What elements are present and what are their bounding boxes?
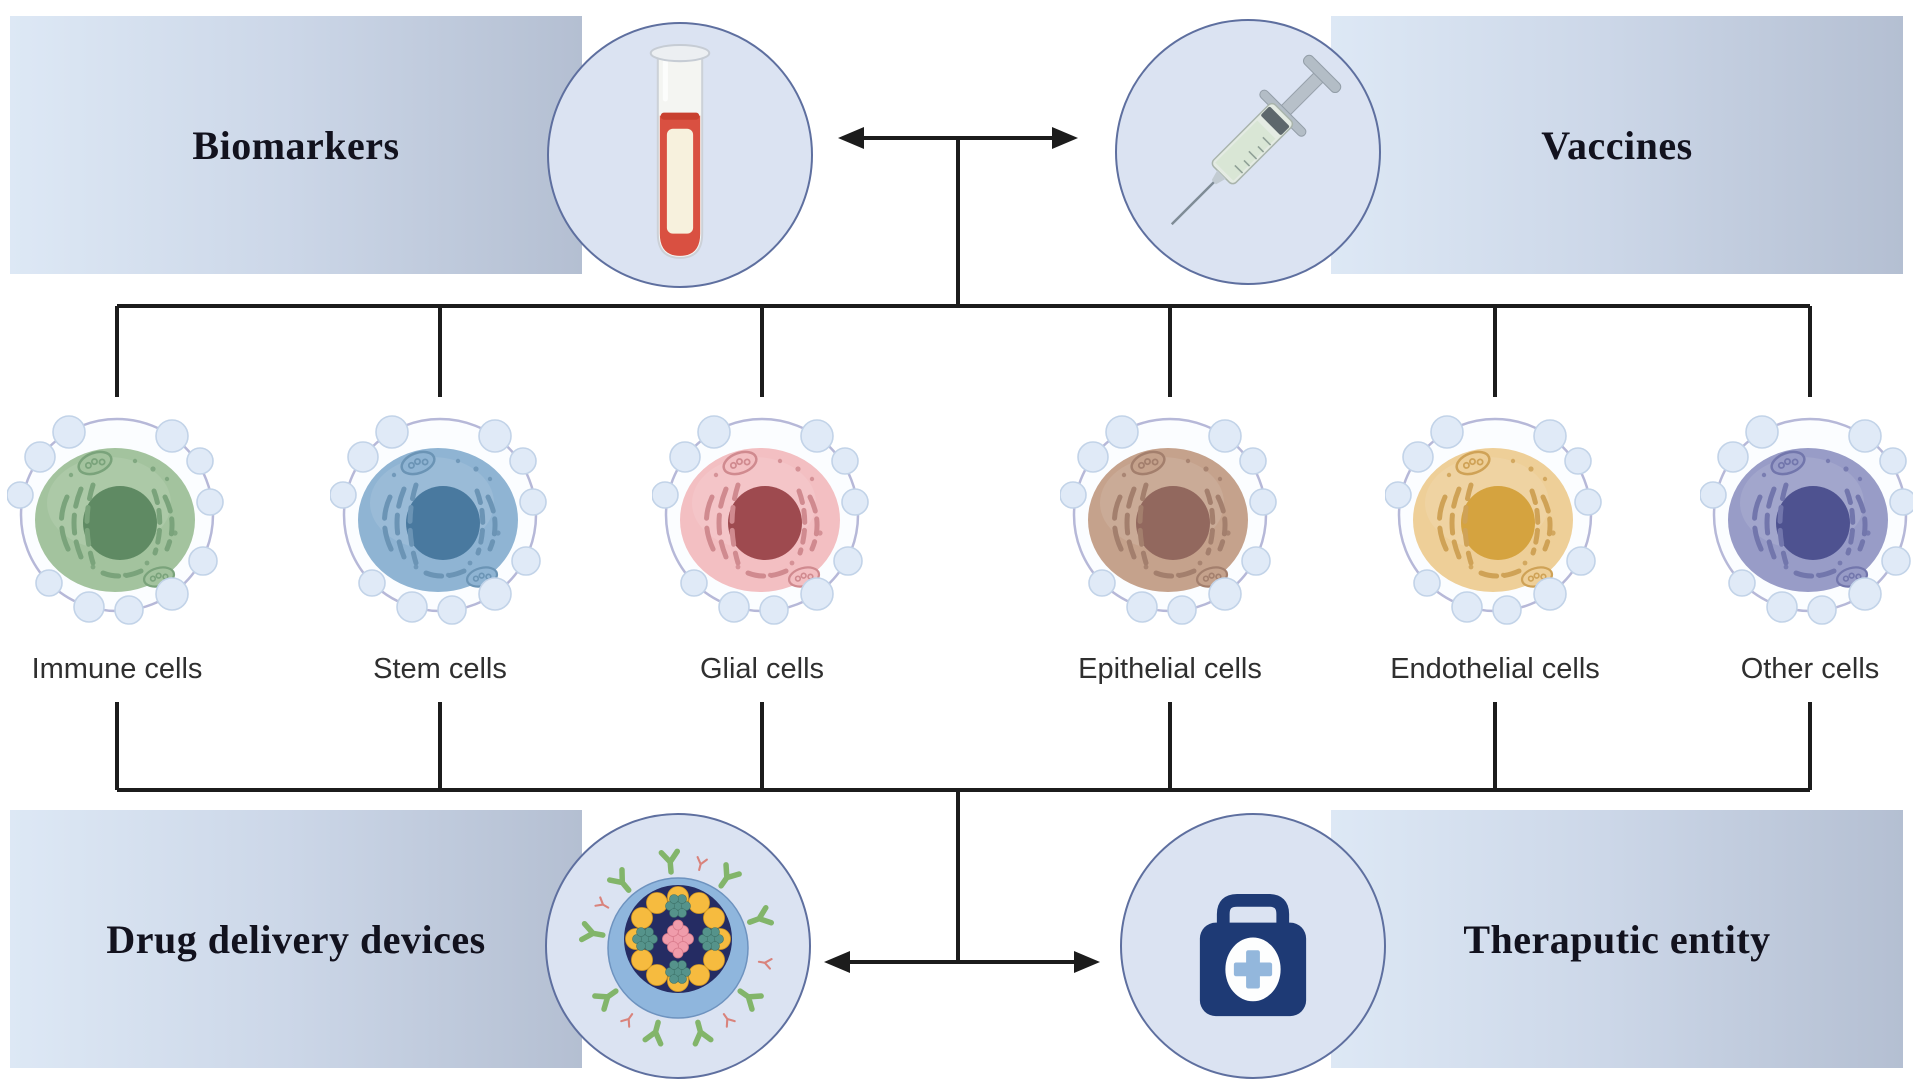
cell-endothelial: Endothelial cells — [1385, 405, 1605, 685]
vaccines-box: Vaccines — [1331, 16, 1903, 274]
cell-illustration-icon — [1385, 415, 1602, 625]
cell-glial: Glial cells — [652, 405, 872, 685]
cell-glial-art — [652, 405, 872, 625]
cell-other: Other cells — [1700, 405, 1913, 685]
cell-other-art — [1700, 405, 1913, 625]
vaccines-icon-circle — [1115, 19, 1381, 285]
blood-test-tube-icon — [649, 44, 711, 259]
biomarkers-label: Biomarkers — [192, 122, 400, 168]
drug-delivery-icon-circle — [545, 813, 811, 1079]
biomarkers-icon-circle — [547, 22, 813, 288]
syringe-icon — [1170, 54, 1342, 226]
therapeutic-entity-box: Theraputic entity — [1331, 810, 1903, 1068]
cell-epithelial-label: Epithelial cells — [1078, 653, 1262, 685]
cell-stem-art — [330, 405, 550, 625]
cell-epithelial-art — [1060, 405, 1280, 625]
cell-illustration-icon — [652, 415, 869, 625]
therapeutic-entity-label: Theraputic entity — [1463, 916, 1771, 962]
drug-delivery-label: Drug delivery devices — [106, 916, 486, 962]
cell-immune-label: Immune cells — [31, 653, 203, 685]
cell-glial-label: Glial cells — [699, 653, 825, 685]
drug-delivery-box: Drug delivery devices — [10, 810, 582, 1068]
cell-stem-label: Stem cells — [373, 653, 507, 685]
first-aid-kit-icon — [1199, 893, 1307, 1017]
nanoparticle-icon — [578, 848, 775, 1047]
cell-immune-art — [7, 405, 227, 625]
cell-illustration-icon — [330, 415, 547, 625]
cell-other-label: Other cells — [1740, 653, 1880, 685]
cell-illustration-icon — [7, 415, 224, 625]
cell-illustration-icon — [1060, 415, 1277, 625]
biomarkers-box: Biomarkers — [10, 16, 582, 274]
cell-epithelial: Epithelial cells — [1060, 405, 1280, 685]
cell-endothelial-label: Endothelial cells — [1390, 653, 1600, 685]
therapeutic-icon-circle — [1120, 813, 1386, 1079]
cell-illustration-icon — [1700, 415, 1913, 625]
cell-stem: Stem cells — [330, 405, 550, 685]
vaccines-label: Vaccines — [1541, 122, 1693, 168]
cell-endothelial-art — [1385, 405, 1605, 625]
cell-immune: Immune cells — [7, 405, 227, 685]
